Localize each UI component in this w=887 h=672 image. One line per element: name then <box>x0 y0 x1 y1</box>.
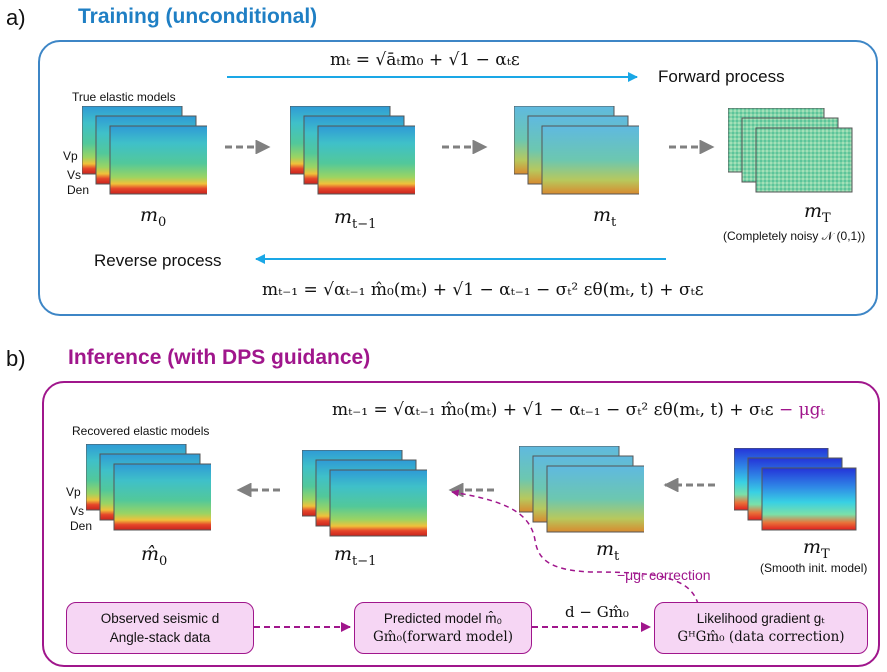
forward-arrow <box>227 72 638 82</box>
inference-mt-minus-1-stack <box>302 450 427 537</box>
gray-arrow-b3 <box>663 478 715 492</box>
mt-stack <box>514 106 639 195</box>
reverse-equation: mₜ₋₁ = √αₜ₋₁ m̂₀(mₜ) + √1 − αₜ₋₁ − σₜ² ε… <box>262 280 704 300</box>
forward-equation: mₜ = √āₜm₀ + √1 − αₜε <box>330 50 520 70</box>
likelihood-gradient-box: Likelihood gradient gₜ GᴴGm̂₀ (data corr… <box>654 602 868 654</box>
recovered-layer-den: Den <box>70 519 93 533</box>
var-mT: mT <box>804 200 831 226</box>
var-mt: mt <box>593 204 617 230</box>
mT-stack <box>728 108 853 193</box>
likelihood-line-1: Likelihood gradient gₜ <box>696 611 826 626</box>
predicted-line-1: Predicted model m̂₀ <box>383 611 503 626</box>
panel-b-letter: b) <box>6 346 26 371</box>
true-model-stack <box>82 106 207 195</box>
mT-smooth-note: (Smooth init. model) <box>760 561 868 575</box>
gray-arrow-3 <box>669 140 715 154</box>
correction-curve <box>451 489 699 605</box>
mT-noisy-note: (Completely noisy 𝒩 (0,1)) <box>723 229 866 243</box>
observed-seismic-box: Observed seismic d Angle-stack data <box>66 602 254 654</box>
layer-label-vp: Vp <box>63 149 78 163</box>
inference-var-mT: mT <box>803 536 830 562</box>
residual-label: d − Gm̂₀ <box>565 603 629 621</box>
panel-b-title: Inference (with DPS guidance) <box>68 346 371 369</box>
inference-mT-stack <box>734 448 857 531</box>
gray-arrow-b1 <box>236 483 280 497</box>
layer-label-den: Den <box>67 183 90 197</box>
likelihood-line-2: GᴴGm̂₀ (data correction) <box>677 629 845 645</box>
panel-a-frame <box>38 40 878 316</box>
var-m0: m0 <box>140 204 167 230</box>
recovered-layer-vp: Vp <box>66 485 81 499</box>
inference-mt-stack <box>519 446 644 533</box>
predicted-line-2: Gm̂₀(forward model) <box>373 629 513 645</box>
arrow-observed-to-predicted <box>254 622 351 632</box>
recovered-layer-vs: Vs <box>70 504 85 518</box>
panel-a-title: Training (unconditional) <box>78 5 318 28</box>
observed-line-1: Observed seismic d <box>100 611 220 626</box>
inference-var-mt: mt <box>596 538 620 564</box>
predicted-model-box: Predicted model m̂₀ Gm̂₀(forward model) <box>354 602 532 654</box>
true-models-label: True elastic models <box>72 90 176 104</box>
var-mt-minus-1: mt−1 <box>334 206 377 232</box>
layer-label-vs: Vs <box>67 168 82 182</box>
var-m0-hat: m̂0 <box>141 543 168 569</box>
arrow-predicted-to-likelihood <box>532 622 651 632</box>
reverse-process-label: Reverse process <box>94 251 222 270</box>
guidance-term: − μgₜ <box>778 400 825 420</box>
panel-a-letter: a) <box>6 5 26 30</box>
inference-var-mt-minus-1: mt−1 <box>334 543 377 569</box>
forward-process-label: Forward process <box>658 67 785 86</box>
gray-arrow-2 <box>442 140 488 154</box>
correction-label: −μgₜ correction <box>617 567 711 583</box>
observed-line-2: Angle-stack data <box>109 630 211 645</box>
mt-minus-1-stack <box>290 106 415 195</box>
gray-arrow-1 <box>225 140 271 154</box>
recovered-model-stack <box>86 444 211 531</box>
panel-b-frame <box>42 381 880 667</box>
reverse-arrow <box>255 254 666 264</box>
recovered-models-label: Recovered elastic models <box>72 424 210 438</box>
inference-equation: mₜ₋₁ = √αₜ₋₁ m̂₀(mₜ) + √1 − αₜ₋₁ − σₜ² ε… <box>332 400 825 420</box>
